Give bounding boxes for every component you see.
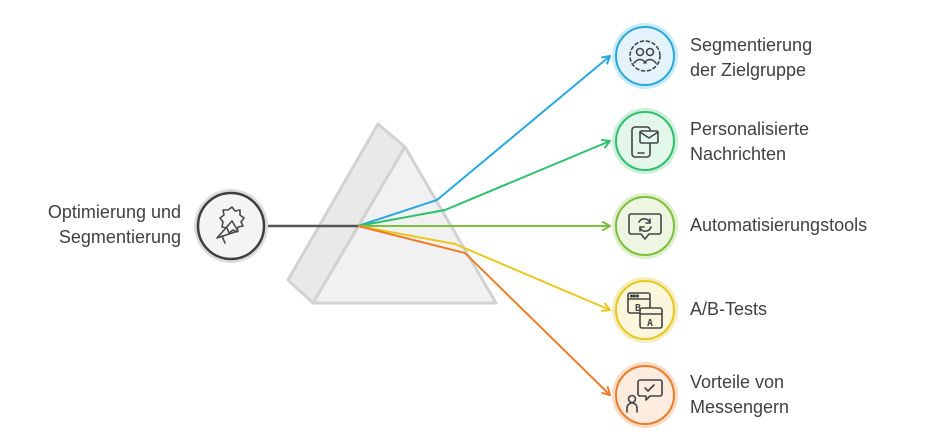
label-personalisierte-line2: Nachrichten	[690, 144, 787, 164]
source-label: Optimierung und Segmentierung	[0, 200, 181, 250]
label-ab-tests: A/B-Tests	[690, 297, 767, 322]
phone-message-icon	[631, 126, 659, 158]
label-segmentierung-line2: der Zielgruppe	[690, 60, 807, 80]
label-ab-tests-line1: A/B-Tests	[690, 299, 768, 319]
label-automatisierungstools-line1: Automatisierungstools	[690, 215, 868, 235]
label-automatisierungstools: Automatisierungstools	[690, 213, 867, 238]
source-node	[194, 189, 268, 263]
label-segmentierung: Segmentierung der Zielgruppe	[690, 33, 812, 83]
beam-ab-tests	[357, 225, 611, 312]
source-label-line1: Optimierung und	[47, 202, 181, 222]
label-personalisierte-line1: Personalisierte	[690, 119, 810, 139]
person-chat-check-icon	[626, 379, 663, 413]
node-segmentierung	[612, 23, 678, 89]
node-ab-tests: B A	[612, 277, 678, 343]
svg-text:B: B	[635, 303, 641, 314]
ab-test-icon: B A	[627, 292, 663, 329]
people-group-icon	[629, 40, 661, 72]
beam-segmentierung	[357, 55, 611, 227]
node-vorteile-messengern	[612, 362, 678, 428]
label-vorteile-line1: Vorteile von	[690, 372, 785, 392]
megaphone-icon	[216, 206, 245, 244]
node-personalisierte-nachrichten	[612, 108, 678, 174]
beam-personalisierte-nachrichten	[357, 139, 611, 227]
label-vorteile-line2: Messengern	[690, 397, 790, 417]
source-label-line2: Segmentierung	[58, 227, 181, 247]
label-personalisierte-nachrichten: Personalisierte Nachrichten	[690, 117, 809, 167]
chat-refresh-icon	[628, 213, 662, 240]
node-automatisierungstools	[612, 193, 678, 259]
prism	[286, 122, 498, 305]
label-segmentierung-line1: Segmentierung	[690, 35, 813, 55]
beam-vorteile-von-messengern	[357, 225, 611, 396]
svg-text:A: A	[647, 318, 653, 329]
label-vorteile-messengern: Vorteile von Messengern	[690, 370, 789, 420]
